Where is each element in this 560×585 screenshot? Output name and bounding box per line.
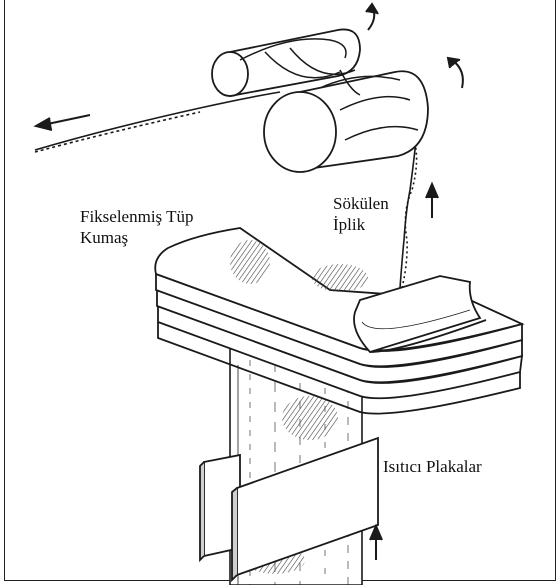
arrow-rotate-right-icon xyxy=(446,56,464,89)
label-removed-yarn: Sökülen İplik xyxy=(333,194,389,234)
unravel-roll xyxy=(353,275,487,354)
arrow-left-icon xyxy=(33,114,91,131)
motion-arrows xyxy=(33,2,464,560)
heater-plates xyxy=(199,436,379,583)
arrow-rotate-top-icon xyxy=(365,2,379,31)
take-up-rollers xyxy=(211,28,429,173)
yarn-wraps xyxy=(239,38,419,141)
arrow-up-tube-icon xyxy=(369,523,383,560)
label-fixed-tube-fabric: Fikselenmiş Tüp Kumaş xyxy=(80,207,194,247)
outgoing-yarn xyxy=(34,91,281,153)
label-heater-plates: Isıtıcı Plakalar xyxy=(383,457,482,476)
arrow-up-yarn-icon xyxy=(425,181,439,218)
